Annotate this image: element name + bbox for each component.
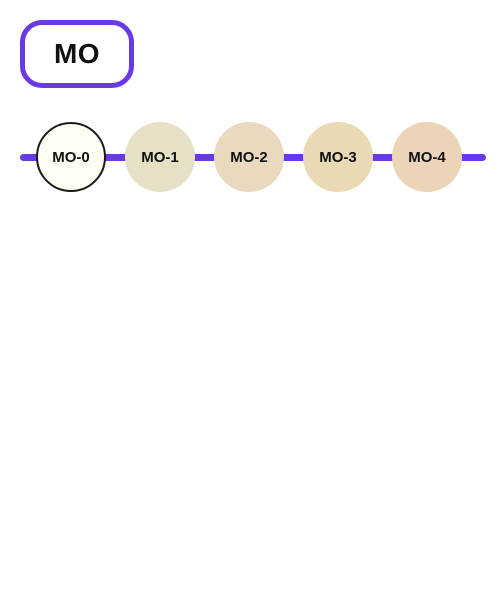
step-mo-2[interactable]: MO-2 bbox=[214, 122, 284, 192]
step-mo-4[interactable]: MO-4 bbox=[392, 122, 462, 192]
step-label: MO-3 bbox=[319, 148, 357, 166]
step-mo-1[interactable]: MO-1 bbox=[125, 122, 195, 192]
step-label: MO-2 bbox=[230, 148, 268, 166]
mo-badge: MO bbox=[20, 20, 134, 88]
step-mo-3[interactable]: MO-3 bbox=[303, 122, 373, 192]
mo-badge-label: MO bbox=[53, 38, 101, 69]
step-mo-0[interactable]: MO-0 bbox=[36, 122, 106, 192]
step-label: MO-1 bbox=[141, 148, 179, 166]
step-label: MO-4 bbox=[408, 148, 446, 166]
step-label: MO-0 bbox=[52, 148, 90, 166]
